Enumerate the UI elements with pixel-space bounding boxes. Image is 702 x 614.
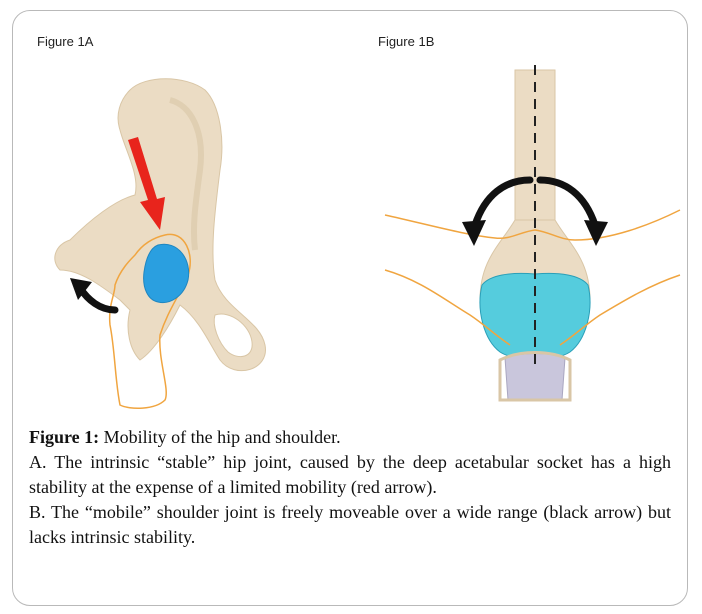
shoulder-joint-illustration (370, 60, 690, 420)
figure-1a-label: Figure 1A (37, 34, 93, 49)
caption-title-text: Mobility of the hip and shoulder. (99, 427, 340, 447)
caption-line-b: B. The “mobile” shoulder joint is freely… (29, 500, 671, 550)
figure-1b-label: Figure 1B (378, 34, 434, 49)
caption-title: Figure 1: (29, 427, 99, 447)
right-arc-arrowhead (584, 220, 608, 246)
figure-caption: Figure 1: Mobility of the hip and should… (29, 425, 671, 550)
caption-title-line: Figure 1: Mobility of the hip and should… (29, 425, 671, 450)
hip-joint-illustration (20, 60, 360, 420)
caption-line-a: A. The intrinsic “stable” hip joint, cau… (29, 450, 671, 500)
